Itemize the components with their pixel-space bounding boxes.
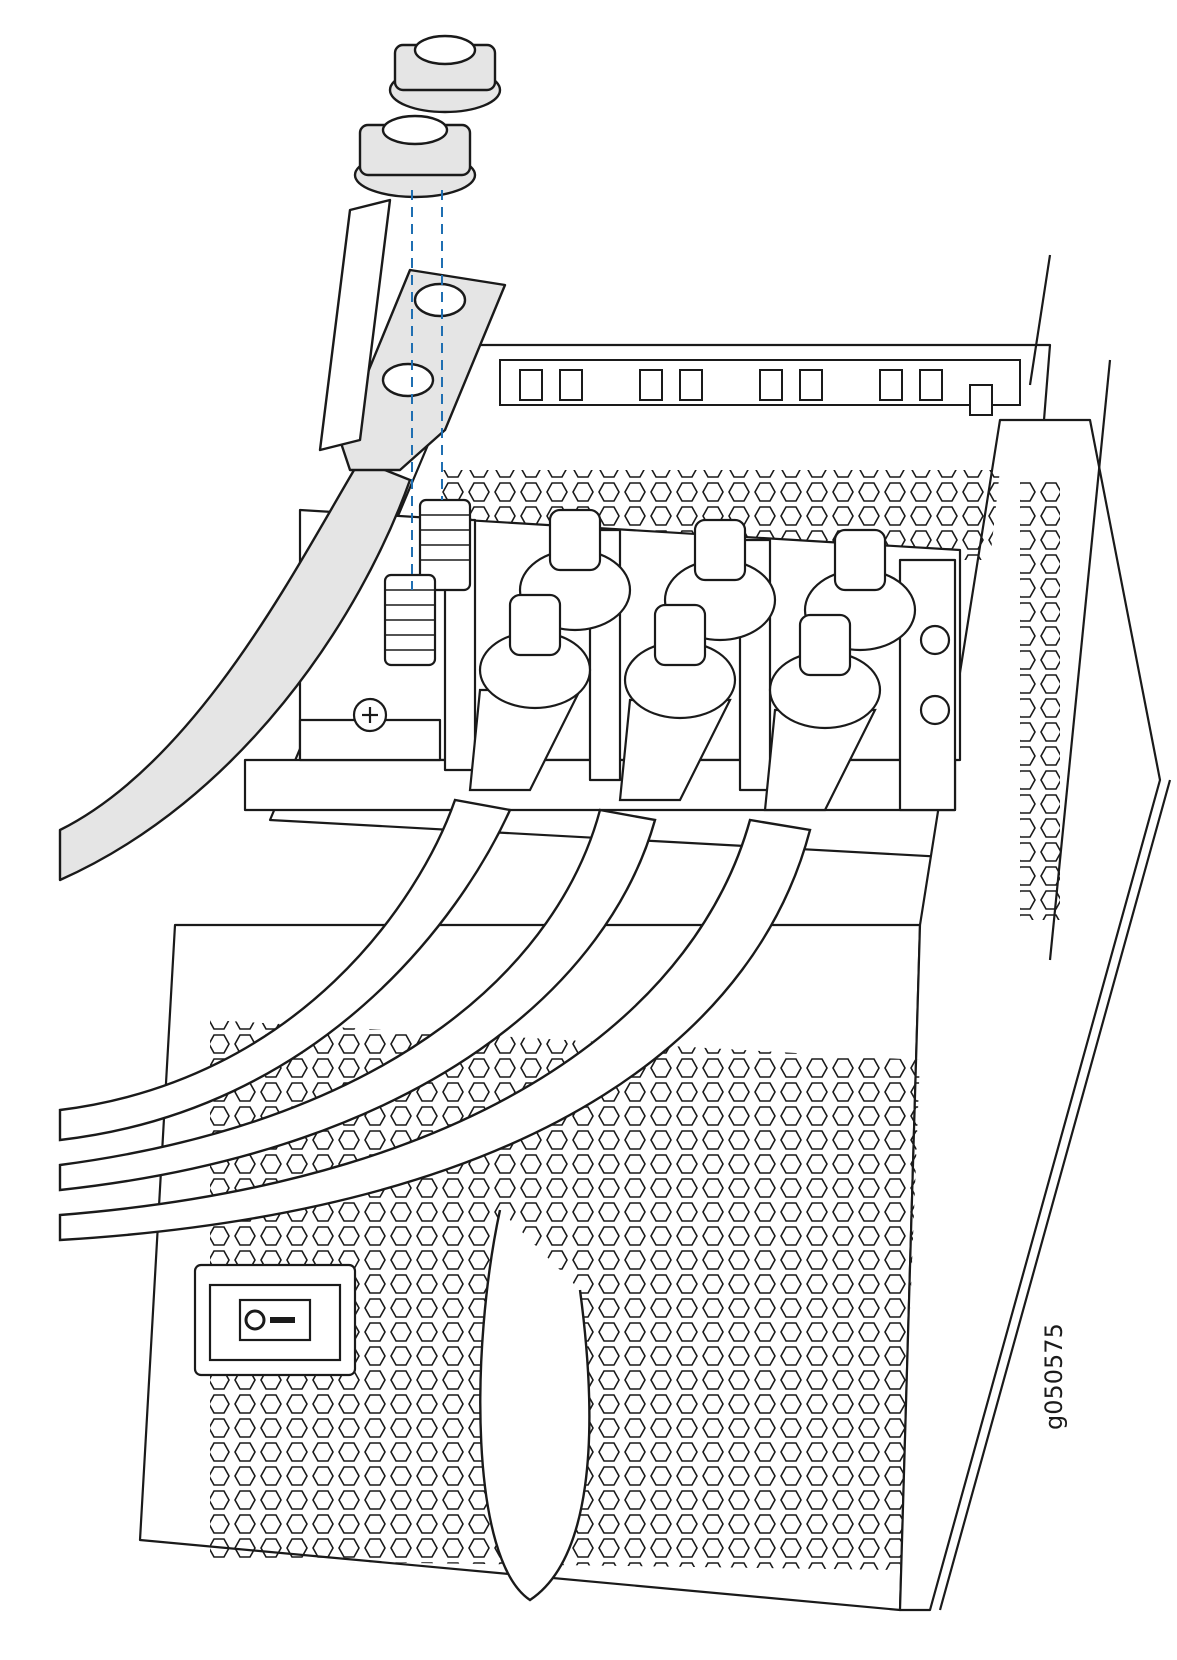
- installed-nuts-rear: [518, 508, 917, 652]
- housing-right-side: [898, 418, 1162, 1612]
- power-switch: [193, 1263, 357, 1377]
- housing-clips: [499, 359, 1021, 416]
- installed-cables: [58, 798, 812, 1602]
- figure-id-label: g050575: [1040, 1323, 1068, 1430]
- alignment-guides: [411, 190, 443, 590]
- exposed-studs: [383, 498, 472, 667]
- side-vent-strip: [1020, 480, 1060, 920]
- loose-nuts: [353, 34, 502, 199]
- power-on-off-symbol-icon: [244, 1309, 266, 1331]
- installed-lugs-front: [468, 593, 882, 812]
- new-cable-with-lug: [58, 198, 507, 882]
